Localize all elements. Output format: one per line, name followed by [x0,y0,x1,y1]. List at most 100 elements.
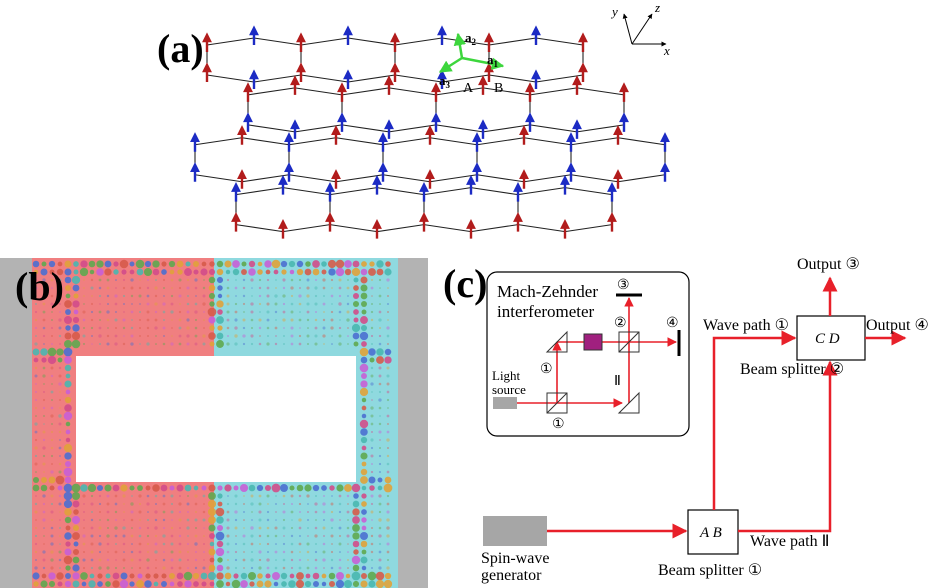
panel-b: (b) [0,258,428,588]
spin-dot [90,558,94,562]
spin-arrow [284,132,294,152]
spin-dot [346,302,350,306]
spin-dot [323,343,325,345]
spin-dot [330,510,334,514]
spin-dot [162,494,166,498]
spin-dot [258,526,262,530]
spin-dot [250,302,254,306]
spin-dot [248,268,256,276]
spin-dot [32,476,40,484]
spin-arrow [525,112,535,132]
spin-dot [131,567,133,569]
spin-dot [378,526,382,530]
spin-dot [251,511,253,513]
spin-dot [281,581,287,587]
lattice-bond [488,74,537,83]
spin-dot [387,407,389,409]
spin-dot [83,279,85,281]
spin-dot [360,452,368,460]
spin-dot [171,335,173,337]
spin-dot [186,518,190,522]
spin-dot [241,261,247,267]
spin-dot [290,550,294,554]
spin-dot [194,342,198,346]
spin-dot [248,260,256,268]
spin-dot [50,334,54,338]
spin-dot [266,558,270,562]
spin-dot [65,565,71,571]
spin-dot [42,438,46,442]
spin-dot [42,406,46,410]
spin-dot [361,501,367,507]
spin-arrow [372,218,382,239]
lattice-bond [300,74,349,83]
spin-dot [90,334,94,338]
spin-dot [64,276,72,284]
spin-arrow [466,218,476,239]
spin-dot [226,518,230,522]
spin-dot [282,526,286,530]
spin-dot [298,302,302,306]
spin-dot [203,279,205,281]
spin-arrow [613,169,623,189]
spin-dot [250,550,254,554]
spin-dot [217,485,223,491]
lattice-bond [617,174,666,183]
spin-dot [138,510,142,514]
spin-dot [65,373,71,379]
lattice-bond [529,124,578,133]
spin-dot [83,527,85,529]
spin-dot [152,260,160,268]
spin-dot [346,318,350,322]
spin-arrow [343,69,353,89]
spin-dot [73,269,79,275]
spin-dot [234,318,238,322]
spin-dot [192,572,200,580]
spin-dot [282,294,286,298]
spin-dot [243,511,245,513]
spin-dot [186,334,190,338]
spin-dot [43,383,45,385]
spin-dot [48,476,56,484]
lattice-bond [376,187,425,196]
spin-dot [185,261,191,267]
spin-dot [386,326,390,330]
spin-dot [195,295,197,297]
spin-dot [146,326,150,330]
spin-dot [250,526,254,530]
vector-a1-label: a1 [487,52,499,69]
spin-dot [226,334,230,338]
spin-dot [64,300,72,308]
spin-dot [194,502,198,506]
spin-dot [131,303,133,305]
spin-dot [72,548,80,556]
spin-arrow [619,82,629,102]
spin-dot [274,310,278,314]
spin-dot [90,326,94,330]
spin-dot [65,541,71,547]
spin-dot [347,295,349,297]
spin-dot [290,294,294,298]
spin-dot [386,454,390,458]
spin-arrow [249,25,259,45]
spin-arrow [290,75,300,95]
spin-dot [194,534,198,538]
spin-dot [186,526,190,530]
spin-dot [352,300,360,308]
lattice-bond [576,87,625,96]
spin-dot [384,356,392,364]
spin-dot [146,294,150,298]
spin-dot [368,476,376,484]
spin-dot [323,495,325,497]
spin-dot [123,311,125,313]
spin-dot [250,326,254,330]
spin-dot [250,566,254,570]
spin-dot [194,278,198,282]
spin-dot [139,303,141,305]
spin-dot [122,326,126,330]
spin-dot [315,543,317,545]
spin-dot [73,293,79,299]
inset-mark-2: ② [614,316,627,331]
spin-dot [51,423,53,425]
spin-dot [338,326,342,330]
